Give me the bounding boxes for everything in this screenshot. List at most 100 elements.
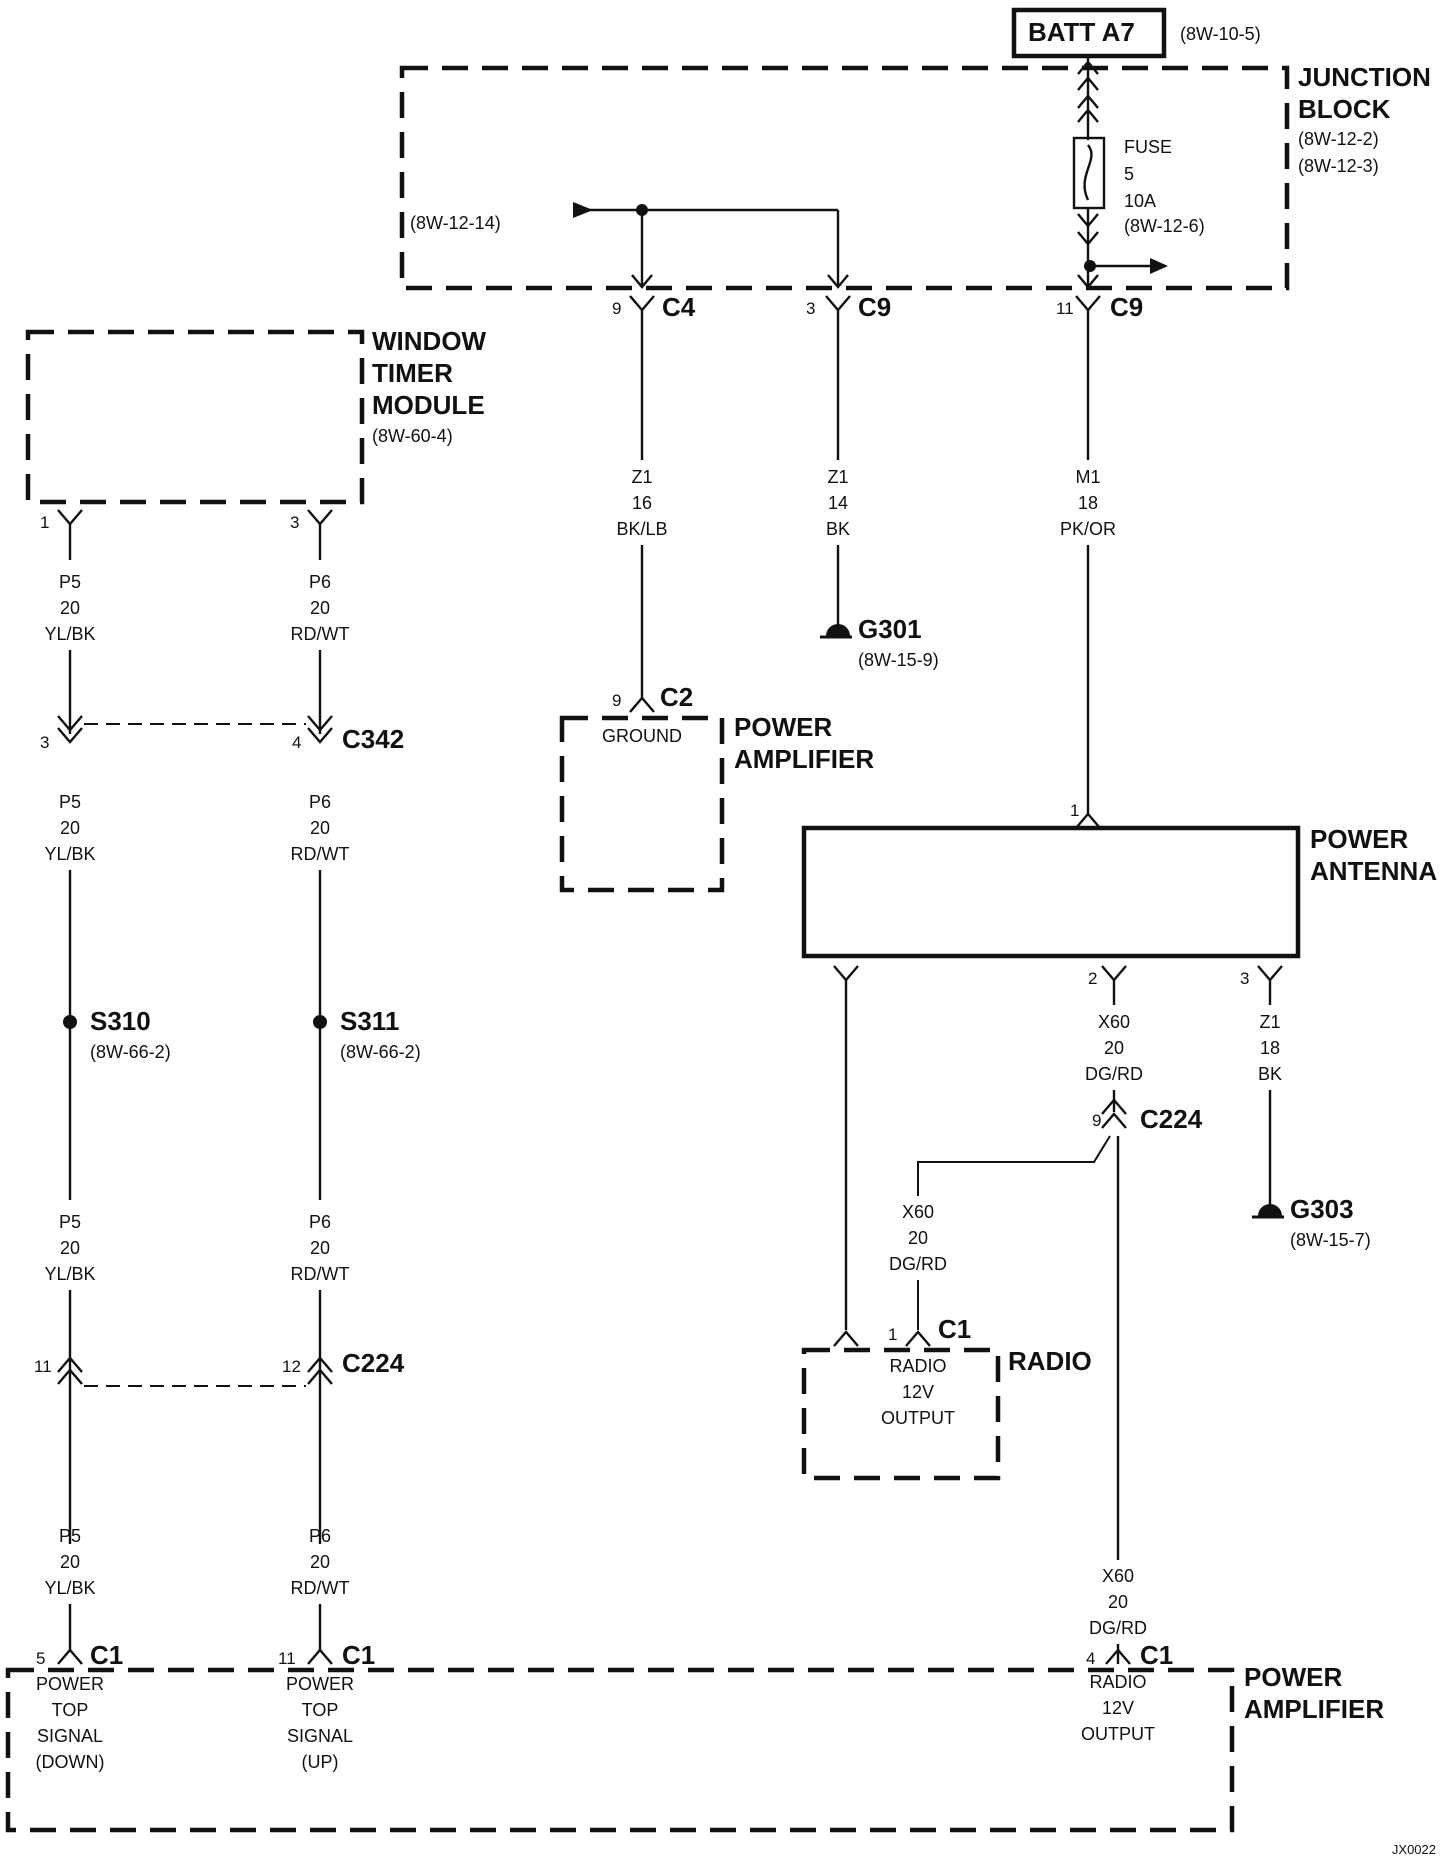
wire-x60-to-amp: X60 20 DG/RD (1089, 1136, 1147, 1664)
connector-c9b-name: C9 (1110, 292, 1143, 322)
antenna-pin1: 1 (1070, 801, 1079, 820)
wire-label: RD/WT (291, 1578, 350, 1598)
c224top-name: C224 (1140, 1104, 1203, 1134)
signal-radio-1: RADIO (1089, 1672, 1146, 1692)
signal-down-4: (DOWN) (36, 1752, 105, 1772)
wire-label: 14 (828, 493, 848, 513)
signal-up-2: TOP (302, 1700, 339, 1720)
radio-c1-pin: 1 (888, 1325, 897, 1344)
connector-amp-c1-pin11: 11 C1 (278, 1640, 375, 1670)
wire-label: 18 (1260, 1038, 1280, 1058)
junction-block-ref-2: (8W-12-3) (1298, 156, 1379, 176)
wire-label: M1 (1075, 467, 1100, 487)
splice-s310: S310 (8W-66-2) (90, 1006, 171, 1062)
power-amplifier-bottom: POWER AMPLIFIER POWER TOP SIGNAL (DOWN) … (5, 1662, 1384, 1833)
wire-label: 20 (310, 598, 330, 618)
power-amp-top-title-1: POWER (734, 712, 832, 742)
radio-inside-3: OUTPUT (881, 1408, 955, 1428)
window-timer-title-2: TIMER (372, 358, 453, 388)
wire-label: YL/BK (44, 844, 95, 864)
connector-c4-name: C4 (662, 292, 696, 322)
wire-x60-to-radio: X60 20 DG/RD (889, 1135, 1111, 1330)
s310-ref: (8W-66-2) (90, 1042, 171, 1062)
c342b-pin: 4 (292, 733, 301, 752)
wire-label: P6 (309, 792, 331, 812)
wire-label: DG/RD (1085, 1064, 1143, 1084)
wire-label: PK/OR (1060, 519, 1116, 539)
wire-label: BK (1258, 1064, 1282, 1084)
junction-internal-wiring (573, 202, 849, 289)
junction-block: JUNCTION BLOCK (8W-12-2) (8W-12-3) (8W-1… (399, 62, 1431, 291)
wire-label: YL/BK (44, 1578, 95, 1598)
wt-pin3: 3 (290, 513, 299, 532)
radio-module: 1 C1 RADIO 12V OUTPUT RADIO (801, 1314, 1092, 1481)
ground-pin-label: GROUND (602, 726, 682, 746)
amp-c1c-name: C1 (1140, 1640, 1173, 1670)
wire-label: 16 (632, 493, 652, 513)
power-amplifier-top: GROUND POWER AMPLIFIER (559, 712, 874, 893)
wire-label: Z1 (631, 467, 652, 487)
window-timer-pin1: 1 (40, 509, 83, 532)
wire-z1-16-bklb: Z1 16 BK/LB (616, 310, 668, 700)
antenna-pin2: 2 X60 20 DG/RD (1085, 965, 1143, 1112)
connector-amp-c1-pin4: 4 C1 (1086, 1640, 1173, 1670)
connector-c4: 9 C4 (612, 292, 696, 322)
amp-c1a-name: C1 (90, 1640, 123, 1670)
power-amp-bottom-title-2: AMPLIFIER (1244, 1694, 1384, 1724)
wire-label: P6 (309, 1526, 331, 1546)
batt-label: BATT A7 (1028, 17, 1135, 47)
ground-g303-icon: G303 (8W-15-7) (1252, 1194, 1371, 1250)
wire-p5-column: P5 20 YL/BK 3 P5 20 YL/BK P5 20 YL/BK 11… (34, 524, 96, 1652)
c342a-pin: 3 (40, 733, 49, 752)
antenna-pin3: 3 Z1 18 BK (1240, 965, 1283, 1210)
wire-label: P5 (59, 1526, 81, 1546)
window-timer-pin3: 3 (290, 509, 333, 532)
fuse-ref: (8W-12-6) (1124, 216, 1205, 236)
c224b-name: C224 (342, 1348, 405, 1378)
wire-label: YL/BK (44, 624, 95, 644)
wire-z1-14-bk: Z1 14 BK (826, 310, 850, 630)
ground-g301-icon: G301 (8W-15-9) (820, 614, 939, 670)
connector-c9-pin11: 11 C9 (1056, 292, 1143, 322)
batt-ref: (8W-10-5) (1180, 24, 1261, 44)
wire-label: P5 (59, 792, 81, 812)
wire-label: 20 (310, 1552, 330, 1572)
wire-label: Z1 (827, 467, 848, 487)
wire-label: RD/WT (291, 1264, 350, 1284)
batt-a7-box: BATT A7 (8W-10-5) (1011, 7, 1261, 59)
wire-label: 20 (310, 818, 330, 838)
window-timer-ref: (8W-60-4) (372, 426, 453, 446)
ground-g301-name: G301 (858, 614, 922, 644)
ground-g303-ref: (8W-15-7) (1290, 1230, 1371, 1250)
s310-name: S310 (90, 1006, 151, 1036)
signal-down-1: POWER (36, 1674, 104, 1694)
splice-s311: S311 (8W-66-2) (340, 1006, 421, 1062)
ground-g301-ref: (8W-15-9) (858, 650, 939, 670)
connector-amp-c1-pin5: 5 C1 (36, 1640, 123, 1670)
c224b-pin: 12 (282, 1357, 301, 1376)
connector-c4-pin: 9 (612, 299, 621, 318)
wire-label: DG/RD (1089, 1618, 1147, 1638)
connector-c2: 9 C2 (612, 682, 693, 713)
amp-c1b-name: C1 (342, 1640, 375, 1670)
signal-up-4: (UP) (302, 1752, 339, 1772)
radio-inside-1: RADIO (889, 1356, 946, 1376)
connector-c2-pin: 9 (612, 691, 621, 710)
c224top-pin: 9 (1092, 1111, 1101, 1130)
fuse-label-2: 5 (1124, 164, 1134, 184)
connector-c9-pin3: 3 C9 (806, 292, 891, 322)
wire-label: X60 (902, 1202, 934, 1222)
connector-c2-name: C2 (660, 682, 693, 712)
wt-pin1: 1 (40, 513, 49, 532)
power-antenna-title-1: POWER (1310, 824, 1408, 854)
wire-label: P6 (309, 572, 331, 592)
wire-label: X60 (1102, 1566, 1134, 1586)
wire-p6-column: P6 20 RD/WT 4 C342 P6 20 RD/WT P6 20 RD/… (282, 524, 405, 1652)
window-timer-title-1: WINDOW (372, 326, 487, 356)
wire-label: 20 (60, 1238, 80, 1258)
amp-c1a-pin: 5 (36, 1649, 45, 1668)
radio-title: RADIO (1008, 1346, 1092, 1376)
signal-down-3: SIGNAL (37, 1726, 103, 1746)
wire-label: P6 (309, 1212, 331, 1232)
wire-label: 20 (60, 818, 80, 838)
